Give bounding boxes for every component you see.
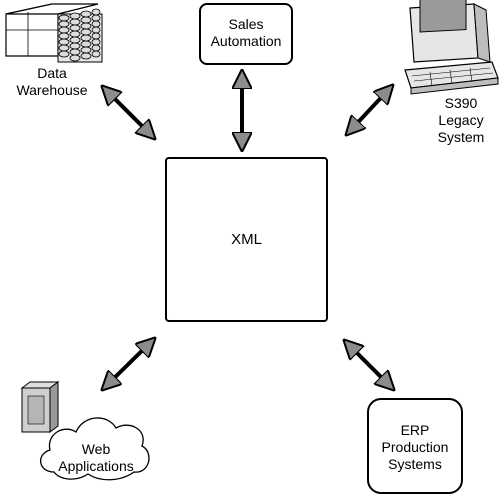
s390-label: S390 Legacy System <box>437 95 485 145</box>
erp-label: ERP Production Systems <box>381 422 449 472</box>
erp-box: ERP Production Systems <box>367 398 463 494</box>
warehouse-icon <box>5 3 103 63</box>
web-applications-label: Web Applications <box>58 441 134 474</box>
sales-automation-box: Sales Automation <box>199 3 293 65</box>
xml-label: XML <box>231 231 262 248</box>
arrow-warehouse-xml <box>104 88 153 137</box>
arrow-s390-xml <box>348 87 391 133</box>
terminal-icon <box>404 0 499 95</box>
cloud-shape <box>40 417 150 481</box>
data-warehouse-label: Data Warehouse <box>16 65 88 98</box>
sales-automation-label: Sales Automation <box>210 16 282 49</box>
server-icon <box>20 381 60 433</box>
xml-box: XML <box>165 157 328 322</box>
arrow-erp-xml <box>346 342 392 388</box>
arrow-web-xml <box>104 340 153 388</box>
